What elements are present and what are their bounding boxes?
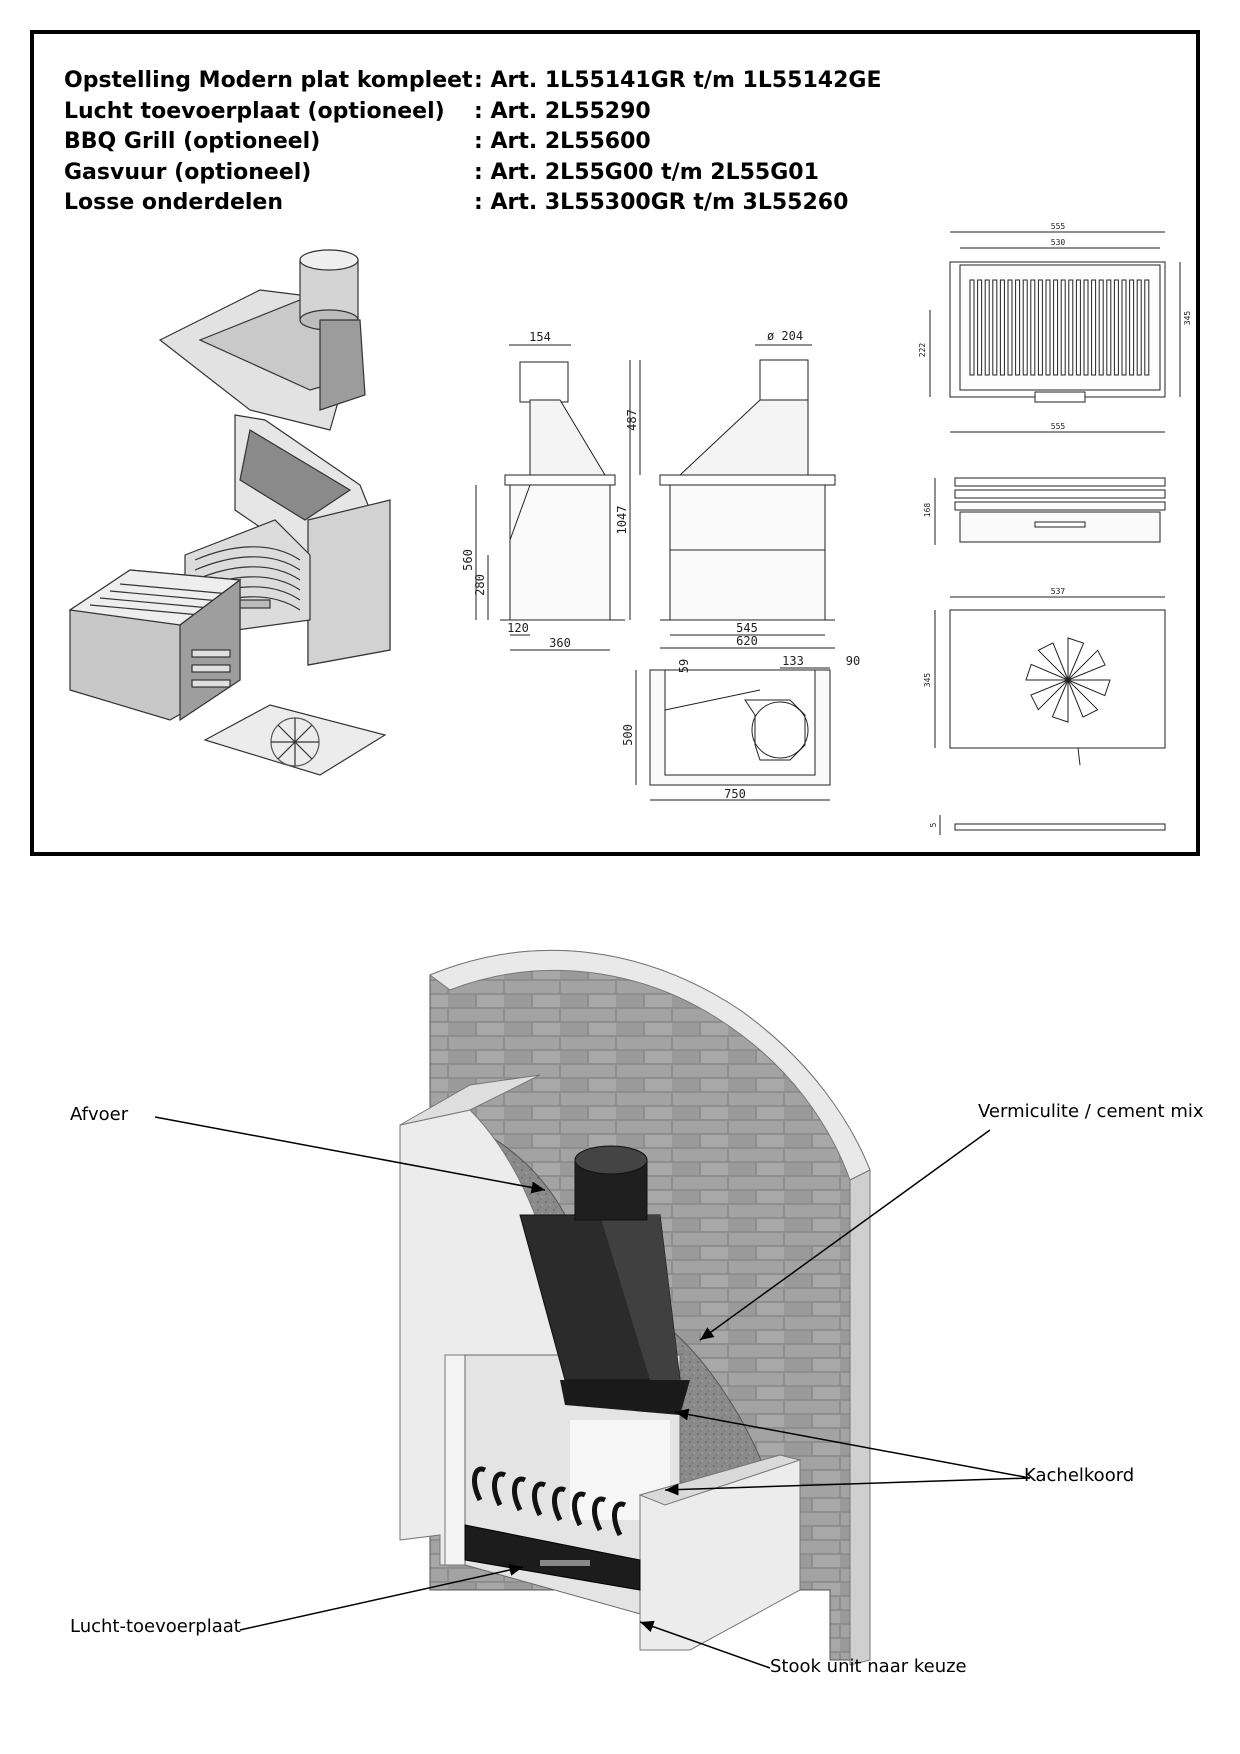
dim-label: 345 [923, 673, 932, 688]
grill-slat [999, 279, 1005, 376]
spec-name: Losse onderdelen [64, 190, 283, 215]
spec-name: Opstelling Modern plat kompleet [64, 68, 473, 93]
dim-label: 345 [1183, 311, 1192, 326]
spec-art: : Art. 2L55600 [474, 129, 651, 154]
dim-label: 168 [923, 503, 932, 518]
dim-label: 59 [677, 659, 691, 673]
exploded-isometric-view [68, 249, 391, 776]
grill-slat [1098, 279, 1104, 376]
spec-table: Opstelling Modern plat kompleet: Art. 1L… [64, 66, 881, 219]
spec-row: Losse onderdelen : Art. 3L55300GR t/m 3L5… [64, 188, 881, 219]
grill-slat [1053, 279, 1059, 376]
plan-view [635, 667, 831, 801]
grill-slat [1129, 279, 1135, 376]
spec-frame [30, 30, 1200, 856]
grill-slat [1113, 279, 1119, 376]
air-supply-plate [464, 1524, 641, 1591]
dim-label: 555 [1051, 222, 1066, 231]
grill-slat [1136, 279, 1142, 376]
spec-art: : Art. 2L55290 [474, 98, 651, 124]
grill-slat [1045, 279, 1051, 376]
callout-kachelkoord: Kachelkoord [1024, 1465, 1135, 1486]
grill-slat [1015, 279, 1021, 376]
gas-plate-top-view [934, 596, 1166, 766]
grill-top-view [929, 231, 1181, 433]
dimension-labels: 154 560 280 120 360 ø 204 487 1047 545 6… [461, 222, 1192, 827]
front-elevation [629, 344, 836, 649]
callout-arrows [154, 1116, 1031, 1669]
grill-slat [1030, 279, 1036, 376]
dim-label: 90 [846, 654, 860, 668]
dim-label: 280 [473, 574, 487, 596]
burner-petal [1067, 637, 1085, 681]
callout-vermiculite: Vermiculite / cement mix [978, 1101, 1204, 1122]
grill-slat [984, 279, 990, 376]
dim-label: 120 [507, 621, 529, 635]
grill-slat [1121, 279, 1127, 376]
burner-petal [1025, 663, 1069, 681]
spec-name: BBQ Grill (optioneel) [64, 129, 321, 154]
burner-petal [1037, 642, 1069, 681]
grill-slat [1022, 279, 1028, 376]
burner-petal [1030, 679, 1069, 711]
spec-row: BBQ Grill (optioneel) : Art. 2L55600 [64, 127, 881, 158]
grill-slat [1007, 279, 1013, 376]
dim-label: 487 [625, 409, 639, 431]
grate [472, 1466, 627, 1537]
dim-label: 360 [549, 636, 571, 650]
grill-slat [1091, 279, 1097, 376]
grill-slat [1144, 279, 1150, 376]
dim-label: 500 [621, 724, 635, 746]
grill-slat [1075, 279, 1081, 376]
gas-plate-side-view [939, 815, 1166, 835]
grill-slat [1037, 279, 1043, 376]
grill-slat [1060, 279, 1066, 376]
dim-label: 750 [724, 787, 746, 801]
grill-slat [1068, 279, 1074, 376]
spec-row: Gasvuur (optioneel) : Art. 2L55G00 t/m 2L… [64, 158, 881, 189]
side-elevation [475, 344, 625, 651]
callout-stook-unit: Stook unit naar keuze [770, 1656, 967, 1677]
grill-slat [1106, 279, 1112, 376]
dim-label: 222 [918, 343, 927, 358]
grill-slat [992, 279, 998, 376]
grill-side-view [934, 477, 1166, 545]
dim-label: 154 [529, 330, 551, 344]
callout-lucht-toevoerplaat: Lucht-toevoerplaat [70, 1616, 241, 1637]
bbq-grill [68, 569, 242, 722]
burner-petal [1067, 649, 1106, 681]
dim-label: 555 [1051, 422, 1066, 431]
air-supply-plate [203, 704, 387, 776]
callout-afvoer: Afvoer [70, 1104, 129, 1125]
burner-petal [1067, 679, 1111, 697]
dim-label: 1047 [615, 506, 629, 535]
spec-row: Lucht toevoerplaat (optioneel) : Art. 2L5… [64, 97, 881, 128]
dim-label: ø 204 [767, 329, 803, 343]
dim-label: 530 [1051, 238, 1066, 247]
cutaway-illustration [399, 949, 871, 1666]
spec-art: : Art. 2L55G00 t/m 2L55G01 [474, 159, 819, 185]
burner-petal [1067, 679, 1099, 718]
spec-row: Opstelling Modern plat kompleet: Art. 1L… [64, 66, 881, 97]
dim-label: 560 [461, 549, 475, 571]
dim-label: 537 [1051, 587, 1066, 596]
grill-slat [1083, 279, 1089, 376]
spec-art: : Art. 1L55141GR t/m 1L55142GE [474, 68, 882, 93]
dim-label: 545 [736, 621, 758, 635]
burner-petal [1051, 679, 1069, 723]
grill-slat [977, 279, 983, 376]
dim-label: 620 [736, 634, 758, 648]
spec-name: Lucht toevoerplaat (optioneel) [64, 98, 445, 124]
spec-art: : Art. 3L55300GR t/m 3L55260 [474, 190, 849, 215]
dim-label: 133 [782, 654, 804, 668]
dim-label: 5 [929, 822, 938, 827]
grill-slat [969, 279, 975, 376]
spec-name: Gasvuur (optioneel) [64, 159, 312, 185]
